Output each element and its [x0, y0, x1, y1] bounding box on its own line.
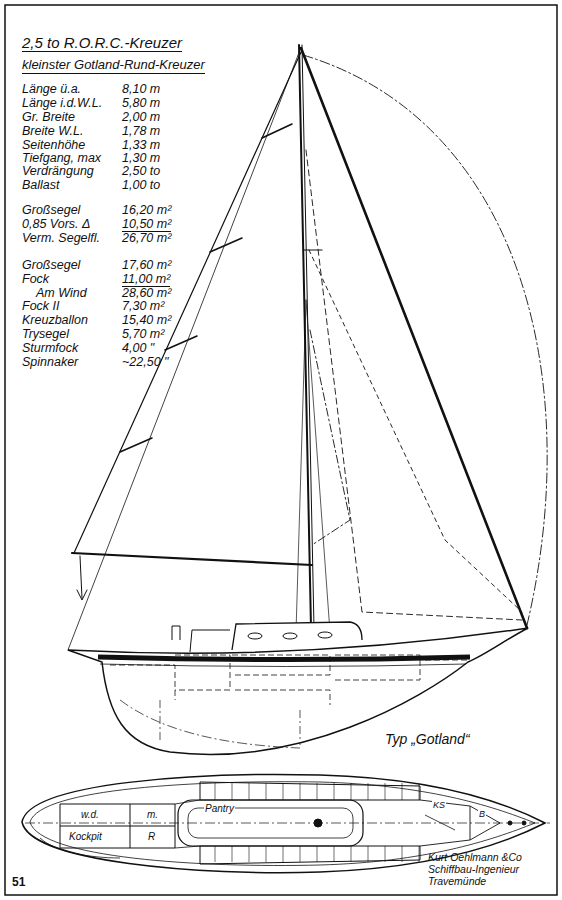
compartment-label: Pantry — [204, 803, 235, 815]
berth-slat — [402, 783, 403, 862]
compartment-label: KS — [432, 800, 446, 810]
spec-value: 4,00 " — [122, 341, 154, 355]
spec-value: 5,80 m — [122, 96, 160, 110]
spec-value: 26,70 m² — [122, 231, 171, 245]
berth-slat — [266, 783, 267, 862]
spec-value: 16,20 m² — [122, 203, 171, 217]
spec-name: Verm. Segelfl. — [22, 231, 100, 245]
berth-slat — [232, 783, 233, 862]
compartment-label: B — [478, 809, 486, 819]
spec-value: 15,40 m² — [122, 313, 171, 327]
spec-value: 28,60 m² — [122, 286, 171, 300]
berth-slat — [283, 783, 284, 862]
berth-slat — [249, 783, 250, 862]
hull — [68, 622, 528, 754]
spec-value: 7,30 m² — [122, 299, 164, 313]
berth-slat — [419, 783, 420, 862]
spec-name: Tiefgang, max — [22, 151, 101, 165]
berth-slat — [368, 783, 369, 862]
spec-name: Am Wind — [36, 286, 87, 300]
compartment-label: R — [147, 831, 156, 843]
berth-slat — [385, 783, 386, 862]
spec-value: 1,30 m — [122, 151, 160, 165]
spec-name: Verdrängung — [22, 164, 94, 178]
spec-value: 1,78 m — [122, 124, 160, 138]
drawing-title: 2,5 to R.O.R.C.-Kreuzer — [22, 34, 182, 52]
spec-name: Kreuzballon — [22, 313, 88, 327]
spec-value: 11,00 m² — [122, 272, 170, 287]
spec-value: 17,60 m² — [122, 258, 171, 272]
spec-name: Fock II — [22, 299, 60, 313]
berth-slat — [317, 783, 318, 862]
spec-name: Seitenhöhe — [22, 138, 85, 152]
compartment-label: w.d. — [80, 809, 100, 821]
compartment-label: m. — [146, 809, 159, 821]
compartment-label: Kockpit — [68, 831, 103, 843]
spec-name: Breite W.L. — [22, 124, 83, 138]
page-number: 51 — [12, 876, 25, 890]
spec-name: Großsegel — [22, 258, 80, 272]
frame — [5, 5, 557, 895]
spec-value: 1,33 m — [122, 138, 160, 152]
spec-value: 8,10 m — [122, 82, 160, 96]
spec-name: Ballast — [22, 178, 60, 192]
berth-slat — [215, 783, 216, 862]
spec-value: 2,00 m — [122, 110, 160, 124]
spec-name: 0,85 Vors. Δ — [22, 217, 90, 231]
spec-value: 1,00 to — [122, 178, 160, 192]
spec-value: 2,50 to — [122, 164, 160, 178]
berth-slat — [334, 783, 335, 862]
type-name: Typ „Gotland“ — [385, 731, 470, 747]
rig — [68, 45, 547, 650]
spec-value: ~22,50 " — [122, 355, 169, 369]
berth-slat — [351, 783, 352, 862]
spec-name: Spinnaker — [22, 355, 78, 369]
spec-value: 10,50 m² — [122, 217, 171, 232]
spec-name: Länge i.d.W.L. — [22, 96, 102, 110]
spec-name: Sturmfock — [22, 341, 78, 355]
spec-name: Großsegel — [22, 203, 80, 217]
spec-name: Fock — [22, 272, 49, 286]
spec-name: Gr. Breite — [22, 110, 75, 124]
designer-signature: Kurt Oehlmann &Co Schiffbau-Ingenieur Tr… — [428, 851, 550, 887]
spec-value: 5,70 m² — [122, 327, 164, 341]
spec-name: Trysegel — [22, 327, 69, 341]
berth-slat — [300, 783, 301, 862]
spec-name: Länge ü.a. — [22, 82, 81, 96]
subtitle: kleinster Gotland-Rund-Kreuzer — [22, 58, 205, 74]
